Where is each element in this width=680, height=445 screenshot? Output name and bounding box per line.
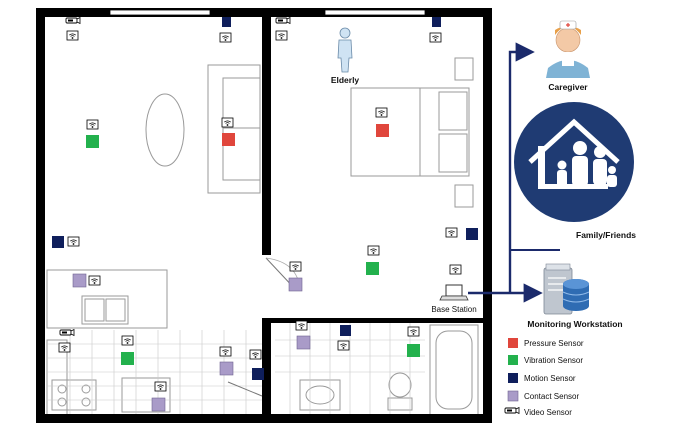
legend-label: Contact Sensor	[524, 392, 579, 401]
family-house-icon	[514, 102, 634, 222]
wireless-icon	[219, 346, 232, 357]
dining-table	[145, 93, 185, 167]
vibration-sensor	[366, 262, 379, 275]
wireless-icon	[88, 275, 101, 286]
wireless-icon	[67, 236, 80, 247]
wireless-icon	[407, 326, 420, 337]
legend-label: Vibration Sensor	[524, 356, 583, 365]
camera-icon	[275, 17, 291, 24]
wireless-icon	[121, 335, 134, 346]
motion-sensors	[52, 17, 478, 380]
legend-item-motion: Motion Sensor	[508, 373, 576, 383]
family-label: Family/Friends	[576, 230, 636, 240]
elderly-person-icon	[337, 27, 353, 73]
motion-sensor	[52, 236, 64, 248]
wireless-icon	[249, 349, 262, 360]
wireless-icon	[86, 119, 99, 130]
contact-sensor	[219, 361, 234, 376]
contact-sensor	[72, 273, 87, 288]
wireless-icon	[219, 32, 232, 43]
vibration-sensor	[121, 352, 134, 365]
windows	[109, 9, 426, 16]
vibration-sensor	[86, 135, 99, 148]
wireless-icon	[367, 245, 380, 256]
motion-sensor	[222, 17, 231, 27]
workstation-to-family-arrow	[508, 42, 535, 293]
kitchen-door	[227, 381, 263, 397]
motion-sensor	[466, 228, 478, 240]
wireless-icon	[58, 342, 71, 353]
kitchen-counter	[46, 269, 168, 329]
contact-sensor	[288, 277, 303, 292]
legend-item-pressure: Pressure Sensor	[508, 338, 584, 348]
camera-icon	[504, 407, 520, 414]
contact-sensor	[296, 335, 311, 350]
monitoring-workstation-label: Monitoring Workstation	[527, 319, 622, 329]
legend-item-vibration: Vibration Sensor	[508, 355, 583, 365]
legend-label: Video Sensor	[524, 408, 572, 417]
tile-floor	[47, 322, 425, 414]
toilet	[388, 372, 412, 398]
stove	[51, 379, 97, 411]
legend-label: Motion Sensor	[524, 374, 576, 383]
pressure-sensor	[222, 133, 235, 146]
bed	[350, 87, 470, 177]
base-station-label: Base Station	[431, 305, 476, 314]
legend-label: Pressure Sensor	[524, 339, 584, 348]
wireless-icon	[429, 32, 442, 43]
camera-icon	[59, 329, 75, 336]
wireless-icon	[295, 320, 308, 331]
wireless-icon	[66, 30, 79, 41]
legend-item-contact: Contact Sensor	[507, 390, 579, 402]
wireless-icon	[289, 261, 302, 272]
camera-icon	[65, 17, 81, 24]
wireless-icon	[375, 107, 388, 118]
pressure-sensor	[376, 124, 389, 137]
furniture	[46, 57, 479, 416]
wireless-icon	[445, 227, 458, 238]
wireless-icon	[337, 340, 350, 351]
motion-sensor	[432, 17, 441, 27]
motion-sensor	[252, 368, 264, 380]
vibration-sensor	[407, 344, 420, 357]
contact-sensors	[72, 273, 311, 412]
wireless-icon	[221, 117, 234, 128]
contact-sensor	[151, 397, 166, 412]
elderly-label: Elderly	[331, 75, 360, 85]
sink	[299, 379, 341, 411]
walls	[36, 8, 492, 423]
legend-item-video: Video Sensor	[504, 407, 572, 417]
sofa	[207, 64, 261, 194]
pressure-sensors	[222, 124, 389, 146]
caregiver-icon	[546, 20, 590, 78]
laptop-icon	[439, 284, 469, 301]
wireless-icon	[449, 264, 462, 275]
caregiver-label: Caregiver	[548, 82, 588, 92]
vibration-sensors	[86, 135, 420, 365]
wireless-icon	[154, 381, 167, 392]
legend: Pressure Sensor Vibration Sensor Motion …	[504, 338, 584, 417]
server-database-icon	[543, 263, 590, 315]
connection-arrows	[468, 42, 560, 303]
motion-sensor	[340, 325, 351, 336]
wireless-icon	[275, 30, 288, 41]
